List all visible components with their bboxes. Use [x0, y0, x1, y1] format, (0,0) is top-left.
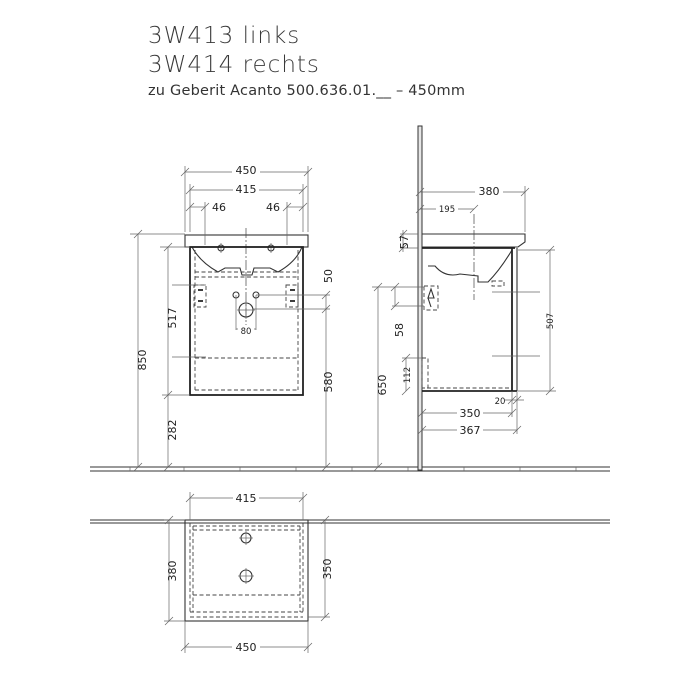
dim-hanger-height: 650	[376, 375, 389, 396]
dim-side-cabinet-height: 507	[546, 313, 556, 329]
tap-hole-icon	[217, 243, 275, 253]
title-subtitle: zu Geberit Acanto 500.636.01.__ – 450mm	[148, 83, 466, 99]
dim-height-total: 850	[136, 350, 149, 371]
dim-plan-depth-inner: 350	[321, 559, 334, 580]
floor-line	[90, 466, 610, 472]
dim-plan-width-inner: 415	[236, 492, 257, 505]
dim-front-width-inner: 415	[236, 183, 257, 196]
dim-side-depth: 380	[479, 185, 500, 198]
wall	[417, 125, 423, 471]
front-view: 450 415 46 46 850 517 282 50 580	[130, 164, 335, 472]
dim-plan-depth-overall: 380	[166, 561, 179, 582]
title-model-left: 3W413 links	[148, 23, 301, 49]
dim-plan-width-overall: 450	[236, 641, 257, 654]
dim-basin-thickness: 57	[398, 235, 411, 249]
dim-tap-right: 46	[266, 201, 280, 214]
dim-depth-cabinet: 367	[460, 424, 481, 437]
dim-drain-height: 580	[322, 372, 335, 393]
drain-icon	[232, 291, 260, 330]
dim-cabinet-height: 517	[166, 308, 179, 329]
dim-front-width-overall: 450	[236, 164, 257, 177]
title-block: 3W413 links 3W414 rechts zu Geberit Acan…	[148, 22, 465, 102]
drain-icon	[238, 568, 254, 584]
dim-basin-center: 195	[439, 205, 455, 215]
dim-tap-left: 46	[212, 201, 226, 214]
tap-hole-icon	[239, 531, 253, 545]
wall-hanger-icon	[423, 285, 439, 311]
wall-hanger-icon	[193, 284, 299, 308]
dim-hanger-spacing: 58	[393, 323, 406, 337]
title-model-right: 3W414 rechts	[148, 52, 320, 78]
dim-hanger-offset: 50	[322, 269, 335, 283]
dim-front-thickness: 20	[495, 397, 506, 407]
dim-plinth: 112	[403, 367, 413, 383]
side-view: 380 195 57 507 650 58 112	[372, 125, 556, 472]
dim-drain-spacing: 80	[241, 327, 252, 337]
dim-depth-inner: 350	[460, 407, 481, 420]
dim-floor-clearance: 282	[166, 420, 179, 441]
plan-view: 415 450 380 350	[90, 491, 610, 654]
